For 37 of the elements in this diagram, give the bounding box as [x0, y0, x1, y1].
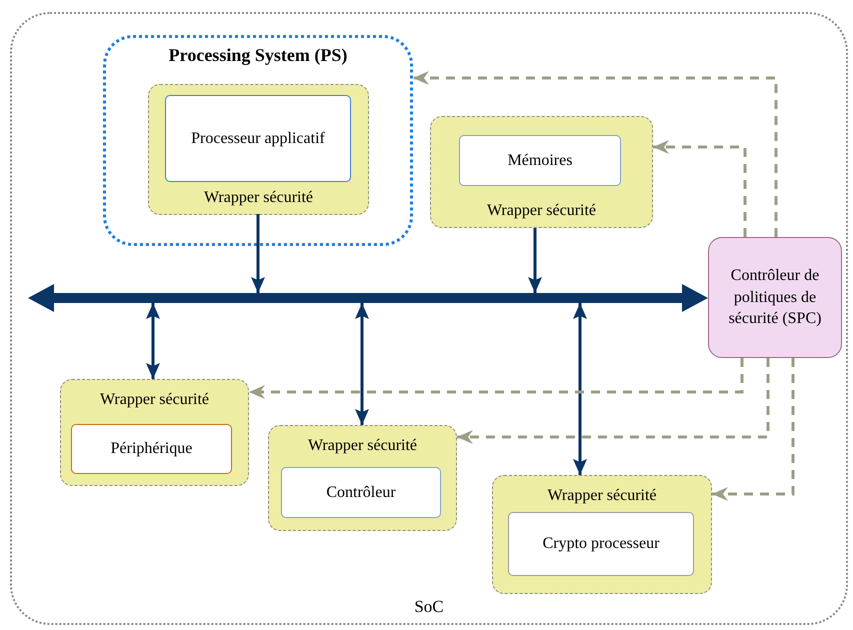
arrow — [528, 228, 542, 293]
arrow — [573, 303, 587, 475]
arrow — [249, 358, 744, 399]
crypto-processor-box — [508, 512, 694, 576]
arrow — [251, 214, 265, 293]
node-label: Processing System (PS) — [168, 44, 348, 67]
arrow — [355, 303, 369, 425]
node-label: Contrôleur — [325, 482, 397, 502]
security-wrapper-box — [492, 475, 712, 594]
security-wrapper-box — [60, 379, 249, 486]
arrow — [712, 358, 794, 501]
memory-box — [459, 135, 621, 186]
bus-arrow — [28, 283, 708, 313]
policy-controller-box — [708, 237, 842, 358]
arrow — [413, 71, 778, 237]
peripheral-box — [71, 424, 232, 474]
soc-boundary — [10, 12, 848, 625]
node-label: Contrôleur de politiques de sécurité (SPC) — [728, 266, 822, 330]
node-label: Périphérique — [110, 439, 194, 459]
node-label: Wrapper sécurité — [98, 390, 210, 410]
controller-box — [281, 467, 441, 518]
arrow — [146, 303, 160, 379]
security-wrapper-box — [430, 116, 653, 228]
node-label: Wrapper sécurité — [202, 188, 314, 208]
node-label: Wrapper sécurité — [546, 486, 658, 506]
security-wrapper-box — [268, 425, 457, 531]
node-label: Wrapper sécurité — [306, 436, 418, 456]
node-label: Crypto processeur — [542, 534, 660, 554]
arrow — [653, 140, 746, 237]
security-wrapper-box — [148, 84, 369, 215]
arrow — [457, 358, 770, 444]
node-label: Wrapper sécurité — [486, 201, 598, 221]
node-label: Mémoires — [506, 150, 574, 170]
processor-box — [165, 95, 351, 182]
node-label: Processeur applicatif — [190, 128, 326, 148]
processing-system-region — [103, 35, 413, 246]
node-label: SoC — [413, 596, 445, 618]
